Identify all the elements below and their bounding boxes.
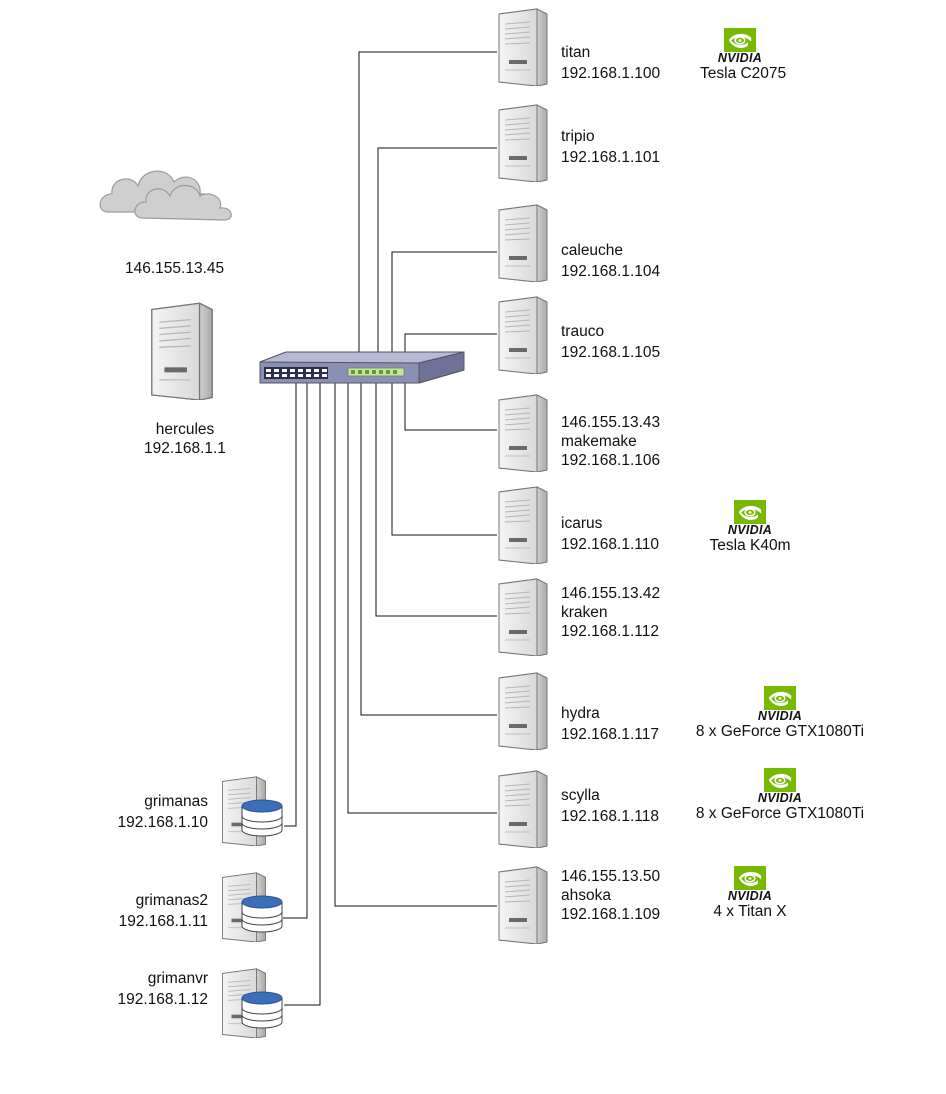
server-public-ip: 146.155.13.50: [561, 868, 661, 885]
server-name: kraken: [561, 604, 608, 621]
server-tower-icon: [498, 296, 548, 374]
gpu-badge: NVIDIA 4 x Titan X: [700, 866, 800, 920]
storage-label-1: grimanas2 192.168.1.11: [108, 890, 208, 932]
storage-name: grimanas2: [135, 892, 208, 909]
storage-name: grimanvr: [147, 970, 208, 987]
server-public-ip: 146.155.13.43: [561, 414, 661, 431]
storage-name: grimanas: [144, 793, 208, 810]
nvidia-brand: NVIDIA: [757, 791, 803, 805]
server-ip: 192.168.1.104: [561, 263, 661, 280]
wire-grimanvr: [284, 382, 321, 1006]
hercules-label: hercules 192.168.1.1: [140, 420, 230, 458]
server-ip: 192.168.1.106: [561, 452, 661, 469]
server-ip: 192.168.1.118: [561, 808, 659, 825]
server-label-1: tripio 192.168.1.101: [561, 126, 660, 168]
server-tower-icon: [498, 204, 548, 282]
storage-server-icon: [220, 968, 290, 1038]
nvidia-logo-icon: [763, 768, 797, 792]
wire-hydra: [360, 382, 497, 716]
network-switch-icon: [259, 351, 465, 384]
server-name: tripio: [561, 128, 595, 145]
nvidia-brand: NVIDIA: [727, 523, 773, 537]
server-label-5: icarus 192.168.1.110: [561, 513, 659, 555]
server-label-4: 146.155.13.43 makemake 192.168.1.106: [561, 413, 660, 470]
server-tower-icon: [498, 672, 548, 750]
server-tower-icon: [151, 302, 213, 400]
server-label-2: caleuche 192.168.1.104: [561, 240, 660, 282]
server-ip: 192.168.1.101: [561, 149, 661, 166]
storage-ip: 192.168.1.10: [117, 814, 208, 831]
cloud-icon: [99, 170, 232, 221]
server-name: ahsoka: [561, 887, 611, 904]
server-name: hydra: [561, 705, 600, 722]
wire-icarus: [391, 382, 497, 536]
nvidia-logo-icon: [733, 866, 767, 890]
server-name: makemake: [561, 433, 637, 450]
cloud-ip: 146.155.13.45: [125, 260, 225, 277]
server-name: hercules: [155, 421, 215, 438]
server-label-6: 146.155.13.42 kraken 192.168.1.112: [561, 584, 660, 641]
storage-server-icon: [220, 776, 290, 846]
nvidia-brand: NVIDIA: [717, 51, 763, 65]
storage-server-icon: [220, 872, 290, 942]
server-name: scylla: [561, 787, 600, 804]
storage-ip: 192.168.1.11: [118, 913, 208, 930]
gpu-badge: NVIDIA 8 x GeForce GTX1080Ti: [680, 768, 880, 822]
storage-label-0: grimanas 192.168.1.10: [108, 791, 208, 833]
server-label-0: titan 192.168.1.100: [561, 42, 660, 84]
server-tower-icon: [498, 394, 548, 472]
nvidia-brand: NVIDIA: [757, 709, 803, 723]
server-label-7: hydra 192.168.1.117: [561, 703, 659, 745]
server-tower-icon: [498, 8, 548, 86]
gpu-badge: NVIDIA Tesla C2075: [700, 28, 786, 82]
wire-titan: [358, 51, 497, 352]
nvidia-brand: NVIDIA: [727, 889, 773, 903]
gpu-badge: NVIDIA 8 x GeForce GTX1080Ti: [680, 686, 880, 740]
storage-label-2: grimanvr 192.168.1.12: [108, 968, 208, 1010]
wire-scylla: [347, 382, 497, 814]
wire-grimanas: [284, 382, 297, 827]
server-ip: 192.168.1.109: [561, 906, 661, 923]
server-tower-icon: [498, 866, 548, 944]
server-ip: 192.168.1.112: [561, 623, 659, 640]
server-ip: 192.168.1.117: [561, 726, 659, 743]
server-name: icarus: [561, 515, 603, 532]
gpu-model: Tesla C2075: [700, 65, 787, 82]
server-public-ip: 146.155.13.42: [561, 585, 661, 602]
wire-ahsoka: [334, 382, 497, 907]
wire-grimanas2: [283, 382, 308, 919]
wire-tripio: [377, 147, 497, 352]
gpu-badge: NVIDIA Tesla K40m: [700, 500, 800, 554]
server-tower-icon: [498, 104, 548, 182]
server-ip: 192.168.1.105: [561, 344, 661, 361]
gpu-model: 8 x GeForce GTX1080Ti: [695, 723, 865, 740]
server-label-3: trauco 192.168.1.105: [561, 321, 660, 363]
wire-makemake: [404, 382, 497, 431]
server-label-9: 146.155.13.50 ahsoka 192.168.1.109: [561, 867, 660, 924]
storage-ip: 192.168.1.12: [117, 991, 208, 1008]
server-tower-icon: [498, 578, 548, 656]
server-name: trauco: [561, 323, 605, 340]
wire-kraken: [375, 382, 497, 617]
nvidia-logo-icon: [733, 500, 767, 524]
gpu-model: Tesla K40m: [709, 537, 791, 554]
nvidia-logo-icon: [763, 686, 797, 710]
server-name: caleuche: [561, 242, 624, 259]
server-ip: 192.168.1.1: [144, 440, 226, 457]
gpu-model: 8 x GeForce GTX1080Ti: [695, 805, 865, 822]
server-ip: 192.168.1.100: [561, 65, 661, 82]
wire-trauco: [404, 333, 497, 352]
wire-caleuche: [391, 251, 497, 352]
server-tower-icon: [498, 770, 548, 848]
server-label-8: scylla 192.168.1.118: [561, 785, 659, 827]
gpu-model: 4 x Titan X: [713, 903, 787, 920]
nvidia-logo-icon: [723, 28, 757, 52]
server-name: titan: [561, 44, 591, 61]
server-ip: 192.168.1.110: [561, 536, 659, 553]
server-tower-icon: [498, 486, 548, 564]
